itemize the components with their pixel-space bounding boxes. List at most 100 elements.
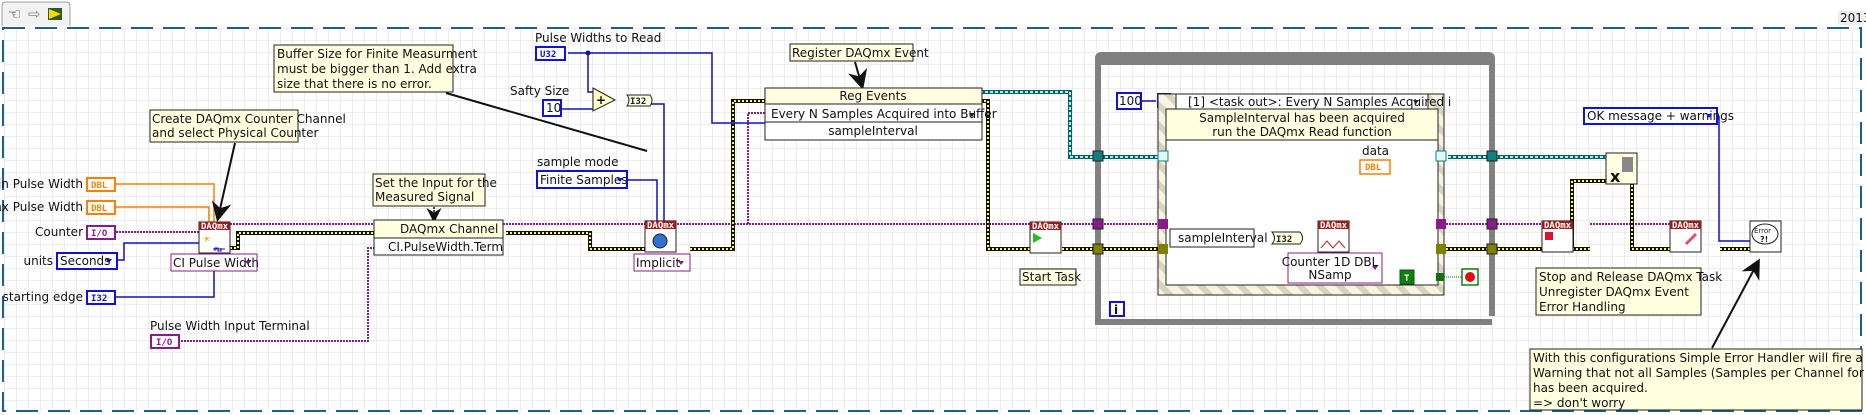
error-dialog-selector[interactable]: OK message + warnings xyxy=(1583,107,1734,125)
units-wire xyxy=(116,242,200,261)
svg-text:Max Pulse Width: Max Pulse Width xyxy=(0,200,83,214)
unregister-events-node[interactable]: x xyxy=(1605,152,1638,186)
svg-text:DAQmx: DAQmx xyxy=(1672,221,1700,231)
daqmx-read-node[interactable]: DAQmx xyxy=(1317,220,1350,253)
comment-warning-note: With this configurations Simple Error Ha… xyxy=(1529,348,1866,411)
svg-text:I/O: I/O xyxy=(91,229,108,239)
svg-text:Counter: Counter xyxy=(35,225,83,239)
dropdown-arrow-icon xyxy=(1372,266,1378,270)
event-data-node[interactable]: sampleInterval xyxy=(1169,228,1268,248)
tunnel xyxy=(1158,244,1168,254)
dropdown-arrow-icon xyxy=(106,259,112,263)
event-case-selector[interactable]: [1] <task out>: Every N Samples Acquired… xyxy=(1175,93,1451,110)
daqmx-clear-task-node[interactable]: DAQmx xyxy=(1669,220,1702,253)
daqmx-start-task-node[interactable]: DAQmx xyxy=(1029,221,1062,254)
simple-error-handler-node[interactable]: Error ?! xyxy=(1749,220,1782,253)
tunnel xyxy=(1436,244,1446,254)
svg-text:must be bigger than 1. Add ext: must be bigger than 1. Add extra xyxy=(277,62,477,76)
to-i32-coerce-read[interactable]: I32 xyxy=(1270,231,1303,245)
svg-text:has been acquired.: has been acquired. xyxy=(1533,381,1648,395)
svg-text:I32: I32 xyxy=(630,97,646,107)
svg-text:Create DAQmx Counter Channel: Create DAQmx Counter Channel xyxy=(152,112,346,126)
svg-text:Every N Samples Acquired into: Every N Samples Acquired into Buffer xyxy=(771,107,997,121)
svg-text:Reg Events: Reg Events xyxy=(839,89,906,103)
svg-text:Min Pulse Width: Min Pulse Width xyxy=(0,177,83,191)
dropdown-arrow-icon xyxy=(617,178,623,182)
svg-text:starting edge: starting edge xyxy=(3,290,83,304)
tunnel xyxy=(1092,243,1104,255)
implicit-selector[interactable]: Implicit xyxy=(633,253,691,272)
svg-text:DBL: DBL xyxy=(91,204,108,214)
svg-text:+: + xyxy=(596,93,606,107)
add-function[interactable]: + xyxy=(592,87,617,112)
timeout-constant[interactable]: 100 xyxy=(1116,92,1142,110)
svg-text:i: i xyxy=(1114,303,1118,317)
svg-text:I/O: I/O xyxy=(156,338,173,348)
data-indicator[interactable]: DBL xyxy=(1359,159,1391,175)
counter-control[interactable]: Counter I/O xyxy=(35,225,116,240)
svg-text:DBL: DBL xyxy=(1365,163,1382,173)
while-loop[interactable]: i xyxy=(1092,52,1498,325)
daqmx-channel-property-node[interactable]: DAQmx Channel CI.PulseWidth.Term xyxy=(373,219,504,256)
svg-text:DAQmx: DAQmx xyxy=(201,222,229,232)
arrow-icon[interactable]: ⇨ xyxy=(28,5,41,23)
operate-hand-icon[interactable]: ☜ xyxy=(8,5,21,23)
svg-text:U32: U32 xyxy=(540,50,556,60)
svg-text:=> don't worry: => don't worry xyxy=(1533,396,1625,410)
svg-text:I32: I32 xyxy=(1276,235,1292,245)
svg-text:Error: Error xyxy=(1754,227,1771,235)
svg-text:DAQmx: DAQmx xyxy=(1032,222,1060,232)
svg-text:DBL: DBL xyxy=(91,181,108,191)
svg-text:and select Physical Counter: and select Physical Counter xyxy=(152,126,319,140)
daqmx-create-channel-node[interactable]: DAQmx ✳ xyxy=(198,221,231,254)
diagram-border xyxy=(2,27,1862,412)
comment-start-task: Start Task xyxy=(1019,268,1081,286)
stop-condition-terminal[interactable] xyxy=(1461,268,1479,286)
tunnel xyxy=(1486,150,1498,162)
pulse-widths-wire xyxy=(568,52,766,124)
svg-text:DAQmx: DAQmx xyxy=(1544,221,1572,231)
min-pulse-width-control[interactable]: Min Pulse Width DBL xyxy=(0,177,116,192)
max-pulse-width-control[interactable]: Max Pulse Width DBL xyxy=(0,200,116,215)
to-i32-coerce[interactable]: I32 xyxy=(625,94,653,107)
svg-text:Error Handling: Error Handling xyxy=(1539,300,1626,314)
svg-text:I32: I32 xyxy=(91,294,107,304)
loop-index-terminal: i xyxy=(1109,301,1125,317)
starting-edge-control[interactable]: starting edge I32 xyxy=(3,290,116,305)
pulse-widths-to-read-control[interactable]: Pulse Widths to Read U32 xyxy=(535,31,661,61)
dropdown-arrow-icon xyxy=(245,261,251,265)
sample-mode-control[interactable]: sample mode Finite Samples xyxy=(536,155,628,189)
tunnel xyxy=(1486,243,1498,255)
register-events-node[interactable]: Reg Events Every N Samples Acquired into… xyxy=(764,87,997,141)
tunnel xyxy=(1158,219,1168,229)
pw-terminal-wire xyxy=(181,247,374,342)
svg-text:Counter 1D DBL: Counter 1D DBL xyxy=(1282,255,1379,269)
svg-text:Buffer Size for Finite Measurm: Buffer Size for Finite Measurment xyxy=(277,47,478,61)
comment-set-input: Set the Input for the Measured Signal xyxy=(372,173,497,207)
daqmx-stop-task-node[interactable]: DAQmx xyxy=(1541,220,1574,253)
units-control[interactable]: units Seconds xyxy=(23,252,118,270)
daqmx-timing-node[interactable]: DAQmx xyxy=(644,220,677,253)
svg-text:size that there is no error.: size that there is no error. xyxy=(277,77,432,91)
comment-arrow xyxy=(211,142,236,222)
highlight-execution-icon[interactable] xyxy=(48,8,62,20)
safety-size-constant[interactable]: Safty Size 10 xyxy=(510,84,569,117)
svg-text:Start Task: Start Task xyxy=(1022,270,1081,284)
svg-text:OK message + warnings: OK message + warnings xyxy=(1587,109,1734,123)
ci-pulse-width-selector[interactable]: CI Pulse Width xyxy=(170,253,259,272)
svg-text:sample mode: sample mode xyxy=(537,155,618,169)
pulse-width-input-terminal[interactable]: Pulse Width Input Terminal I/O xyxy=(150,319,310,349)
svg-text:Pulse Width Input Terminal: Pulse Width Input Terminal xyxy=(150,319,310,333)
starting-edge-wire xyxy=(116,264,215,298)
counter-1d-dbl-selector[interactable]: Counter 1D DBL NSamp xyxy=(1282,252,1383,284)
comment-stop-release: Stop and Release DAQmx Task Unregister D… xyxy=(1535,267,1722,316)
tunnel xyxy=(1092,150,1104,162)
svg-text:run the DAQmx Read function: run the DAQmx Read function xyxy=(1212,125,1392,139)
version-badge xyxy=(1838,11,1864,25)
true-constant[interactable]: T xyxy=(1399,269,1415,285)
comment-buffer-size: Buffer Size for Finite Measurment must b… xyxy=(273,44,478,93)
event-structure[interactable]: [1] <task out>: Every N Samples Acquired… xyxy=(1157,93,1451,296)
svg-text:Pulse Widths to Read: Pulse Widths to Read xyxy=(535,31,661,45)
svg-text:units: units xyxy=(23,254,53,268)
